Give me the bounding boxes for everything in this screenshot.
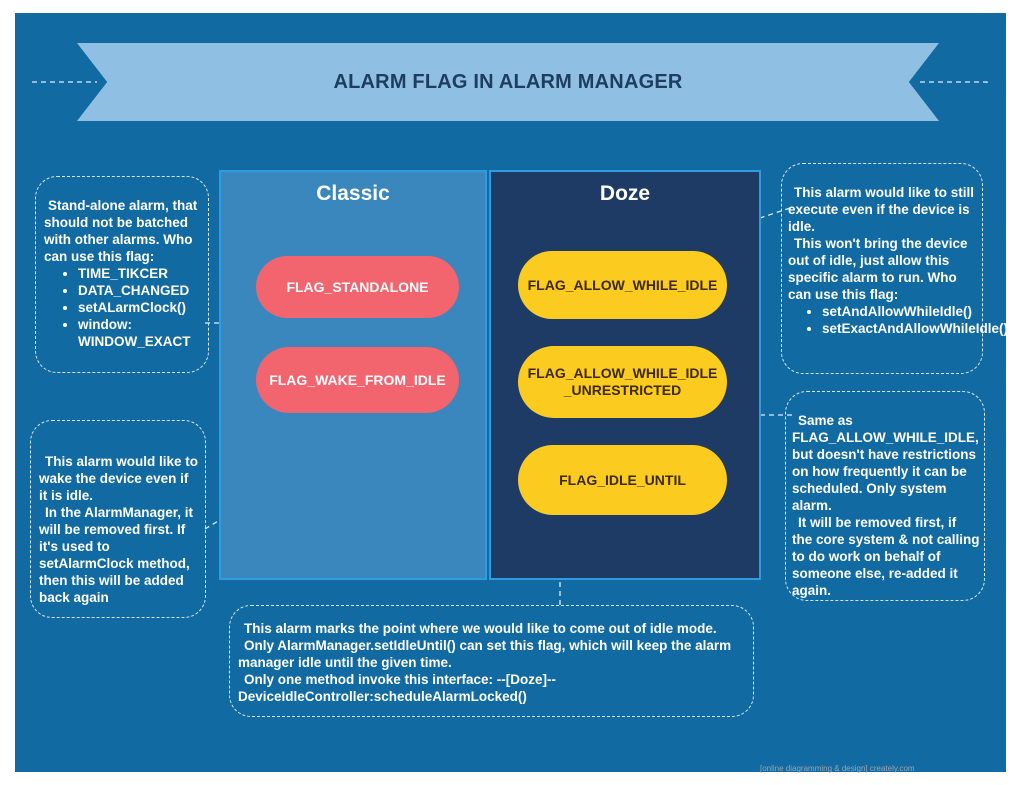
list-item: setAndAllowWhileIdle() [822,303,980,320]
classic-panel-title: Classic [316,182,390,205]
flag-allow-while-idle[interactable]: FLAG_ALLOW_WHILE_IDLE [518,251,727,319]
list-item: window: WINDOW_EXACT [78,316,202,350]
banner-dash-right [920,81,988,86]
flag-allow-while-idle-label: FLAG_ALLOW_WHILE_IDLE [527,276,718,293]
flag-unrestricted-label-line2: _UNRESTRICTED [563,382,682,398]
creately-watermark: [online diagramming & design] creately.c… [760,764,915,773]
note-allow-while-idle: This alarm would like to still execute e… [781,163,1008,374]
flag-allow-while-idle-unrestricted[interactable]: FLAG_ALLOW_WHILE_IDLE _UNRESTRICTED [518,346,727,418]
diagram-canvas: ALARM FLAG IN ALARM MANAGER Classic Doze… [15,13,1008,772]
flag-standalone-label: FLAG_STANDALONE [286,278,429,295]
note-unrestricted-text-2: It will be removed first, if the core sy… [792,515,980,598]
flag-standalone[interactable]: FLAG_STANDALONE [256,256,459,318]
list-item: setALarmClock() [78,299,202,316]
flag-wake-from-idle[interactable]: FLAG_WAKE_FROM_IDLE [256,347,459,413]
list-item: TIME_TIKCER [78,265,202,282]
note-idle-until-text-3: Only one method invoke this interface: -… [238,672,557,704]
note-standalone-list: TIME_TIKCER DATA_CHANGED setALarmClock()… [44,265,202,350]
note-wake-text-2: In the AlarmManager, it will be removed … [39,505,194,605]
note-allow-text-2: This won't bring the device out of idle,… [788,236,968,302]
doze-panel-title: Doze [599,182,651,205]
note-unrestricted-text-1: Same as FLAG_ALLOW_WHILE_IDLE, but doesn… [792,413,979,513]
title-banner: ALARM FLAG IN ALARM MANAGER [77,43,939,121]
note-wake-text-1: This alarm would like to wake the device… [39,454,199,503]
note-idle-until-text-1: This alarm marks the point where we woul… [244,621,717,636]
page-title: ALARM FLAG IN ALARM MANAGER [333,70,683,93]
flag-idle-until-label: FLAG_IDLE_UNTIL [559,471,686,488]
note-idle-until: This alarm marks the point where we woul… [229,605,754,717]
note-idle-until-text-2: Only AlarmManager.setIdleUntil() can set… [238,638,732,670]
flag-wake-from-idle-label: FLAG_WAKE_FROM_IDLE [269,371,446,388]
note-standalone: Stand-alone alarm, that should not be ba… [35,176,209,373]
note-allow-list: setAndAllowWhileIdle() setExactAndAllowW… [788,303,1008,337]
flag-unrestricted-label-line1: FLAG_ALLOW_WHILE_IDLE [527,365,718,381]
note-allow-text-1: This alarm would like to still execute e… [788,185,975,234]
note-standalone-text: Stand-alone alarm, that should not be ba… [44,198,198,264]
note-unrestricted: Same as FLAG_ALLOW_WHILE_IDLE, but doesn… [785,391,985,601]
flag-idle-until[interactable]: FLAG_IDLE_UNTIL [518,445,727,515]
note-wake-from-idle: This alarm would like to wake the device… [30,420,206,618]
list-item: DATA_CHANGED [78,282,202,299]
list-item: setExactAndAllowWhileIdle() [822,320,1008,337]
